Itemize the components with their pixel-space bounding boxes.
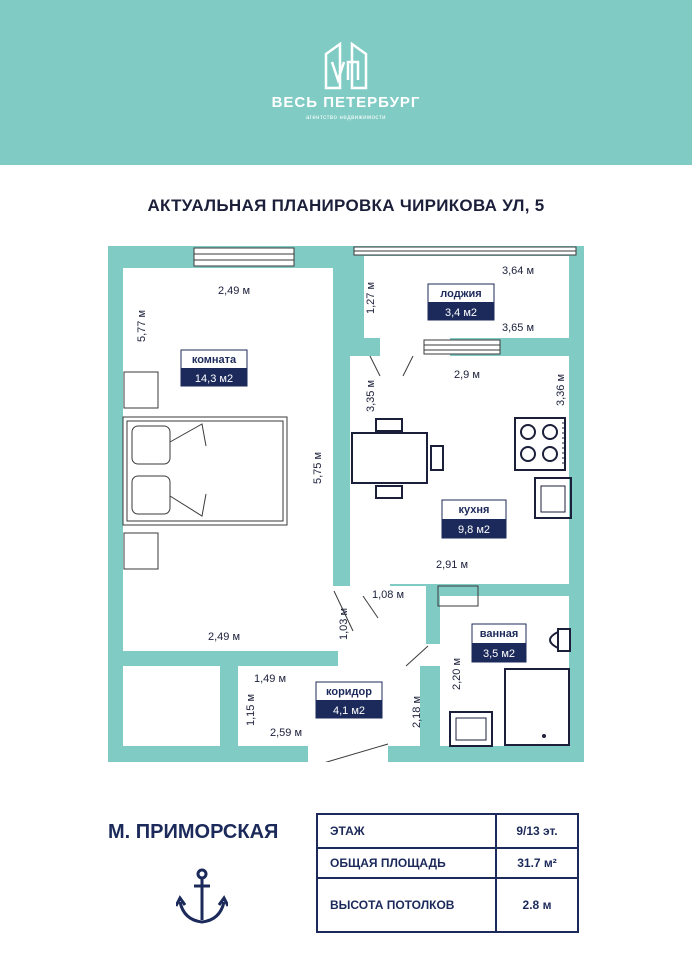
room-label-room: комната 14,3 м2 [180,349,248,387]
dim-corr-149: 1,49 м [254,673,286,685]
loggia-area: 3,4 м2 [445,307,477,319]
room-label-corridor: коридор 4,1 м2 [315,681,383,719]
shower-icon [504,668,570,746]
dim-kitchen-left: 3,35 м [365,380,377,412]
dim-room-left: 5,77 м [136,310,148,342]
loggia-name: лоджия [440,288,481,300]
door-loggia [369,355,414,377]
cabinet-icon [123,371,159,409]
dim-corr-115: 1,15 м [245,694,257,726]
bath-sink-icon [449,711,493,747]
height-label: ВЫСОТА ПОТОЛКОВ [316,877,497,933]
dim-room-bottom: 2,49 м [208,631,240,643]
brand-tagline: агентство недвижимости [305,115,387,121]
room-label-loggia: лоджия 3,4 м2 [427,283,495,321]
dim-room-top: 2,49 м [218,285,250,297]
bed-icon [122,416,288,526]
floor-plan: комната 14,3 м2 лоджия 3,4 м2 кухня 9,8 … [108,246,584,762]
brand-name: ВЕСЬ ПЕТЕРБУРГ [271,94,421,111]
door-bathroom [405,645,429,667]
dim-corr-218: 2,18 м [411,696,423,728]
door-kitchen [362,595,379,619]
corridor-area: 4,1 м2 [333,705,365,717]
door-room [333,590,354,632]
dim-loggia-bottom: 3,65 м [502,322,534,334]
dim-door-103: 1,03 м [338,608,350,640]
room-area: 14,3 м2 [195,373,233,385]
room-name: комната [192,354,237,366]
dim-kitchen-right: 3,36 м [555,374,567,406]
table-row: ЭТАЖ 9/13 эт. [316,813,579,849]
bathroom-area: 3,5 м2 [483,648,515,660]
building-logo-icon [324,41,368,90]
corridor-name: коридор [326,686,372,698]
dim-loggia-left: 1,27 м [365,282,377,314]
window-kitchen [423,339,501,355]
dim-loggia-top: 3,64 м [502,265,534,277]
toilet-icon [549,628,571,652]
dim-kitchen-bottom: 2,91 м [436,559,468,571]
floor-value: 9/13 эт. [495,813,579,849]
cabinet-icon [123,532,159,570]
height-value: 2.8 м [495,877,579,933]
dining-table-icon [351,418,444,499]
window-loggia [353,246,577,256]
area-label: ОБЩАЯ ПЛОЩАДЬ [316,847,497,879]
floor-label: ЭТАЖ [316,813,497,849]
kitchen-area: 9,8 м2 [458,524,490,536]
stove-icon [514,417,566,471]
dim-door-108: 1,08 м [372,589,404,601]
info-table: ЭТАЖ 9/13 эт. ОБЩАЯ ПЛОЩАДЬ 31.7 м² ВЫСО… [316,813,579,933]
table-row: ОБЩАЯ ПЛОЩАДЬ 31.7 м² [316,847,579,879]
window-room [193,247,295,267]
dim-bath-left: 2,20 м [451,658,463,690]
anchor-icon [176,868,228,924]
dim-corr-259: 2,59 м [270,727,302,739]
sink-icon [534,477,572,519]
room-label-bathroom: ванная 3,5 м2 [471,623,527,663]
kitchen-name: кухня [459,504,490,516]
header-banner: ВЕСЬ ПЕТЕРБУРГ агентство недвижимости [0,0,692,165]
table-row: ВЫСОТА ПОТОЛКОВ 2.8 м [316,877,579,933]
area-value: 31.7 м² [495,847,579,879]
room-label-kitchen: кухня 9,8 м2 [441,499,507,539]
dim-room-right: 5,75 м [312,452,324,484]
washing-machine-icon [437,585,479,607]
dim-kitchen-top: 2,9 м [454,369,480,381]
page-title: АКТУАЛЬНАЯ ПЛАНИРОВКА ЧИРИКОВА УЛ, 5 [147,196,545,215]
bathroom-name: ванная [480,628,519,640]
door-entrance [325,743,389,762]
metro-station: М. ПРИМОРСКАЯ [108,821,279,843]
